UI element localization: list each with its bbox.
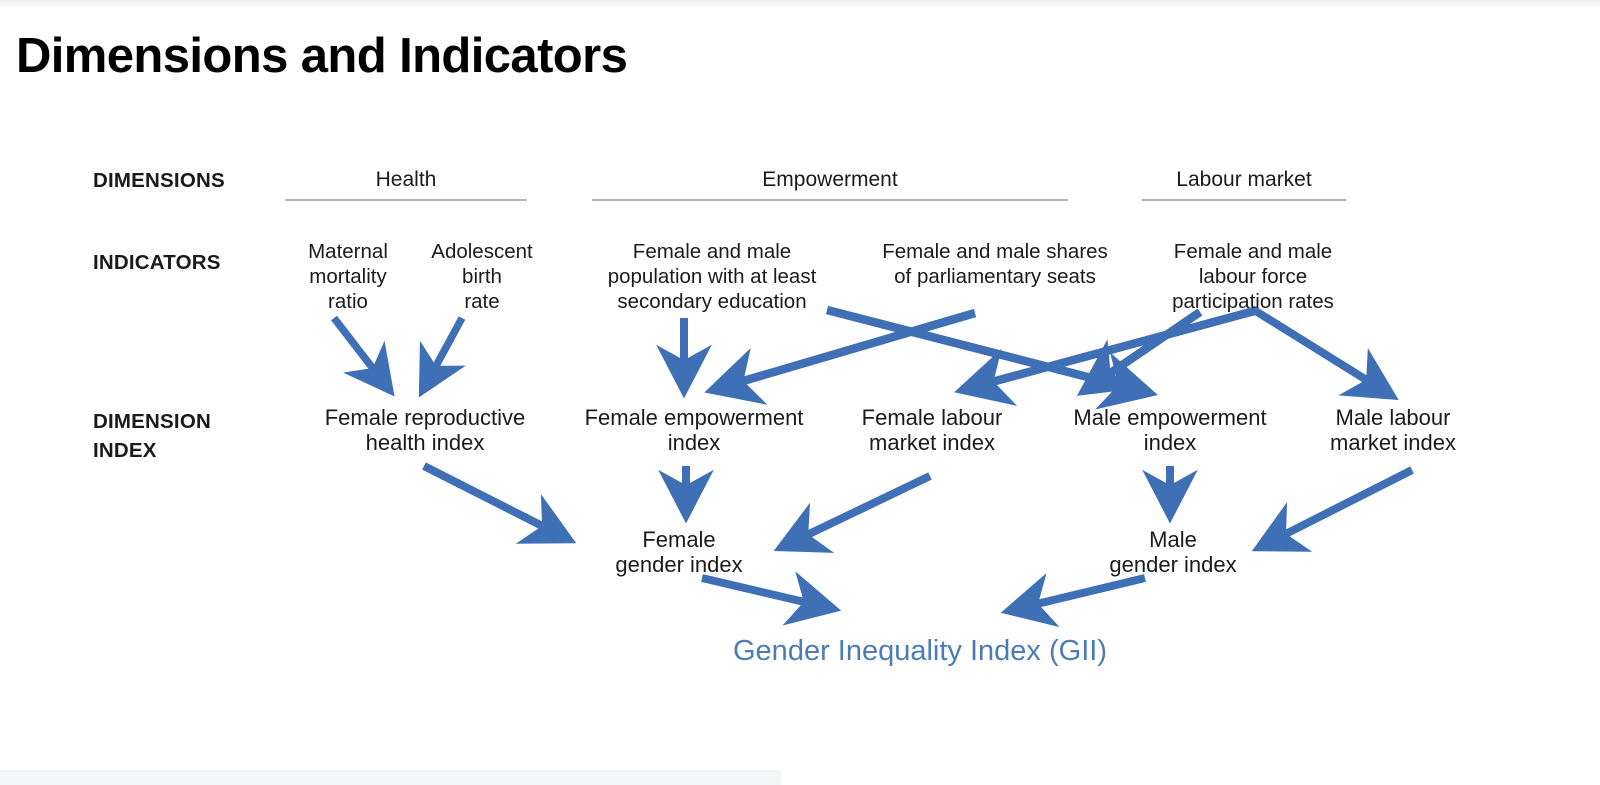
edge-parliamentary-seats-to-male-empowerment — [1076, 308, 1203, 396]
edge-male-gender-to-gii — [1000, 573, 1146, 628]
edge-group-dimension-index-to-gender-index — [422, 462, 1414, 553]
dimension-index-female-labour-market: Female labour market index — [861, 405, 1003, 455]
edge-labour-force-to-female-labour-market — [954, 305, 1260, 406]
dimension-rule-health — [285, 199, 527, 201]
edge-male-labour-market-to-male-gender — [1251, 466, 1414, 552]
gender-inequality-index-label: Gender Inequality Index (GII) — [733, 635, 1107, 667]
edge-group-indicator-to-dimension-index — [331, 305, 1399, 410]
dimension-header-empowerment: Empowerment — [762, 168, 898, 191]
edge-secondary-education-to-male-empowerment — [825, 305, 1158, 410]
gender-index-male: Male gender index — [1109, 527, 1237, 577]
top-edge-band — [0, 0, 1600, 9]
dimension-rule-labour-market — [1142, 199, 1346, 201]
dimension-rule-empowerment — [592, 199, 1068, 201]
edge-labour-force-to-male-labour-market — [1251, 306, 1399, 401]
edge-maternal-mortality-to-female-reproductive-health — [331, 315, 395, 397]
dimension-index-female-empowerment: Female empowerment index — [584, 405, 804, 455]
edge-female-gender-to-gii — [701, 571, 842, 626]
dimension-index-female-reproductive-health: Female reproductive health index — [324, 405, 526, 455]
row-label-indicators: INDICATORS — [93, 251, 221, 274]
row-label-dimensions: DIMENSIONS — [93, 169, 225, 192]
indicator-labour-force-participation: Female and male labour force participati… — [1172, 240, 1334, 313]
page-title: Dimensions and Indicators — [16, 29, 628, 83]
edge-adolescent-birth-to-female-reproductive-health — [418, 316, 466, 398]
dimension-header-health: Health — [375, 168, 437, 191]
indicator-parliamentary-seats: Female and male shares of parliamentary … — [882, 240, 1108, 288]
gender-index-female: Female gender index — [615, 527, 743, 577]
indicator-maternal-mortality-ratio: Maternal mortality ratio — [308, 240, 388, 313]
indicator-adolescent-birth-rate: Adolescent birth rate — [431, 240, 533, 313]
edge-parliamentary-seats-to-female-empowerment — [704, 308, 977, 405]
edge-female-reproductive-health-to-female-gender — [422, 462, 577, 544]
edge-group-gender-index-to-gii — [701, 571, 1146, 628]
dimension-index-male-empowerment: Male empowerment index — [1073, 405, 1267, 455]
edge-female-labour-market-to-female-gender — [773, 472, 932, 553]
row-label-dimension-index: DIMENSION INDEX — [93, 410, 211, 462]
dimension-header-labour-market: Labour market — [1176, 168, 1312, 191]
bottom-edge-band — [0, 770, 781, 785]
indicator-secondary-education: Female and male population with at least… — [607, 240, 817, 313]
dimension-index-male-labour-market: Male labour market index — [1330, 405, 1456, 455]
